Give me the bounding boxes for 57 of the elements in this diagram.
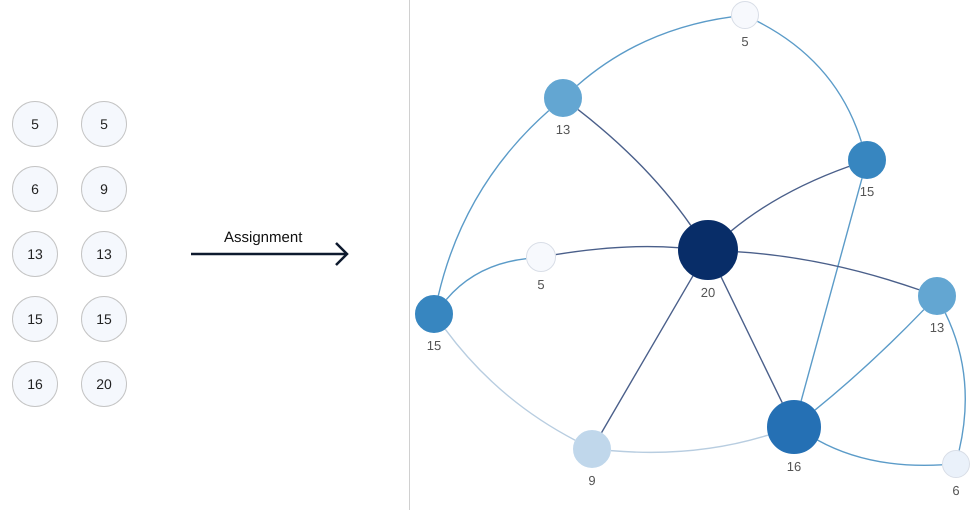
connector-line — [944, 312, 966, 450]
number-circle — [81, 361, 127, 407]
connector-line — [600, 276, 694, 433]
node-number: 13 — [27, 247, 43, 261]
node-label: 9 — [588, 474, 596, 487]
number-circle — [12, 361, 58, 407]
node-label: 5 — [537, 278, 545, 291]
number-circle — [81, 166, 127, 212]
number-circle — [12, 231, 58, 277]
graph-node-circle — [573, 430, 611, 468]
connector-line — [814, 309, 924, 411]
connector-line — [444, 328, 576, 441]
connector-line — [720, 276, 783, 404]
node-number: 20 — [96, 377, 112, 391]
number-circle — [81, 101, 127, 147]
graph-node-circle — [544, 79, 582, 117]
node-label: 5 — [741, 35, 749, 48]
graph-node-circle — [848, 141, 886, 179]
node-number: 15 — [96, 312, 112, 326]
connector-line — [610, 434, 768, 454]
graph-node-circle — [767, 400, 821, 454]
node-label: 15 — [860, 185, 874, 198]
node-label: 6 — [952, 484, 960, 497]
node-label: 15 — [426, 339, 442, 352]
number-circle — [81, 231, 127, 277]
graph-node-circle — [678, 220, 738, 280]
connector-line — [578, 109, 692, 226]
connector-line — [730, 166, 850, 232]
node-number: 16 — [27, 377, 43, 391]
connector-line — [438, 110, 550, 296]
node-label: 13 — [556, 123, 570, 136]
graph-node-circle — [415, 295, 453, 333]
graph-node-circle — [942, 450, 970, 478]
connector-line — [446, 258, 526, 300]
arrow-label: Assignment — [224, 229, 302, 246]
number-circle — [12, 101, 58, 147]
node-number: 9 — [100, 182, 108, 196]
node-label: 13 — [930, 321, 944, 334]
node-number: 6 — [31, 182, 39, 196]
node-label: 16 — [786, 460, 802, 473]
node-number: 13 — [96, 247, 112, 261]
number-circle — [12, 166, 58, 212]
connector-line — [576, 16, 732, 86]
graph-node-circle — [731, 1, 759, 29]
connector-line — [738, 251, 920, 290]
connector-line — [556, 246, 678, 256]
connector-line — [817, 439, 942, 466]
node-number: 5 — [100, 117, 108, 131]
node-number: 15 — [27, 312, 43, 326]
connector-line — [800, 178, 863, 402]
graph-node-circle — [526, 242, 556, 272]
graph-node-circle — [918, 277, 956, 315]
node-label: 20 — [700, 286, 716, 299]
number-circle — [12, 296, 58, 342]
connector-line — [757, 20, 862, 142]
node-number: 5 — [31, 117, 39, 131]
number-circle — [81, 296, 127, 342]
